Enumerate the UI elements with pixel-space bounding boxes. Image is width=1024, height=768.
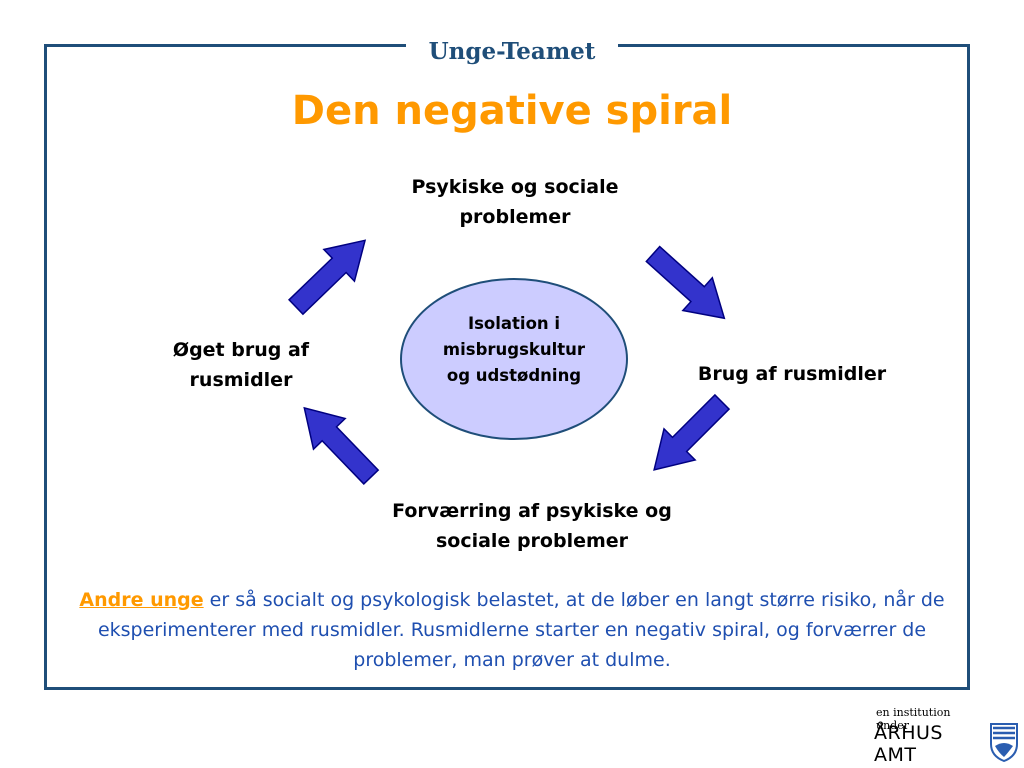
node-forvaerring: Forværring af psykiske og sociale proble… (340, 496, 724, 556)
node-psykiske-problemer: Psykiske og sociale problemer (360, 172, 670, 232)
node-line: rusmidler (189, 369, 293, 391)
node-line: sociale problemer (435, 530, 629, 552)
shield-icon (990, 723, 1018, 762)
arrow-up-left (287, 391, 388, 494)
emphasis-text: Andre unge (79, 589, 204, 611)
node-line: Psykiske og sociale (411, 176, 619, 198)
center-line: Isolation i (467, 314, 561, 333)
arrow-down-left (637, 385, 739, 487)
center-label: Isolation i misbrugskultur og udstødning (400, 311, 628, 389)
paragraph-text: er så socialt og psykologisk belastet, a… (97, 589, 945, 671)
arrow-up-right (279, 223, 382, 324)
header-label: Unge-Teamet (406, 34, 618, 70)
footer-logo-text: ÅRHUS AMT (874, 722, 943, 766)
arrow-down-right (637, 236, 740, 336)
node-brug-af-rusmidler: Brug af rusmidler (672, 359, 912, 389)
center-line: misbrugskultur (442, 340, 586, 359)
description-paragraph: Andre unge er så socialt og psykologisk … (62, 585, 962, 675)
slide-title: Den negative spiral (291, 88, 733, 134)
node-line: Forværring af psykiske og (392, 500, 672, 522)
node-oget-brug: Øget brug af rusmidler (130, 335, 352, 395)
node-line: Brug af rusmidler (697, 363, 887, 385)
footer-institution-text: en institution under (876, 706, 951, 732)
center-line: og udstødning (446, 366, 582, 385)
center-ellipse (400, 278, 628, 440)
node-line: problemer (459, 206, 571, 228)
node-line: Øget brug af (172, 339, 310, 361)
